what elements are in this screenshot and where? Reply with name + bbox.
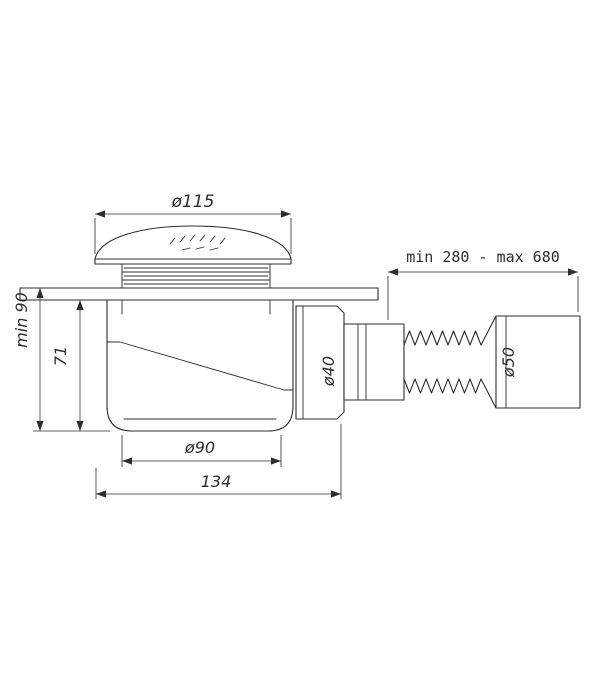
hose-end-diameter-label: ø50 [499, 347, 518, 378]
dimension-hose-length: min 280 - max 680 [387, 248, 579, 320]
dimension-hose-end-diameter: ø50 [499, 347, 518, 378]
drain-assembly [19, 225, 581, 432]
dimension-cap-diameter: ø115 [94, 192, 292, 254]
end-connector [495, 315, 581, 409]
dimension-outlet-diameter: ø40 [319, 356, 338, 387]
cap-diameter-label: ø115 [171, 192, 215, 212]
body-diameter-label: ø90 [184, 438, 215, 457]
outlet-pipe [343, 323, 405, 401]
dimension-mounting-depth: min 90 [12, 288, 110, 432]
overall-width-label: 134 [201, 472, 232, 491]
mounting-depth-label: min 90 [12, 292, 31, 348]
hose-length-label: min 280 - max 680 [406, 248, 560, 266]
dimensions: ø115 min 280 - max 680 min 90 71 ø90 [12, 192, 579, 499]
flange-plate [19, 287, 379, 301]
dimension-overall-width: 134 [95, 424, 342, 499]
trap-height-label: 71 [51, 346, 70, 366]
dimension-body-diameter: ø90 [121, 435, 282, 467]
corrugated-hose [403, 315, 497, 409]
threaded-collar [121, 263, 271, 289]
dimension-trap-height: 71 [51, 299, 107, 431]
trap-body [106, 299, 294, 432]
drain-cap [94, 225, 292, 265]
union-nut [295, 305, 345, 420]
cap-grille [169, 234, 226, 251]
outlet-diameter-label: ø40 [319, 356, 338, 387]
